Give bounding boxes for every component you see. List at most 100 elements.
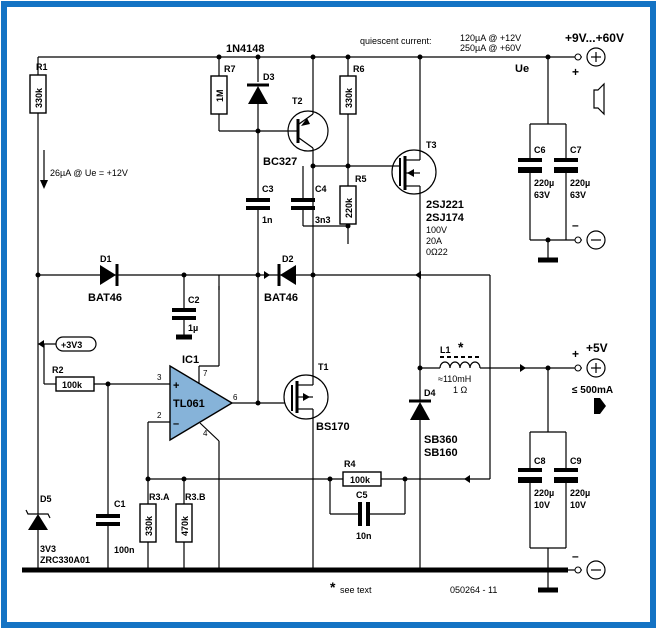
t3-spec2: 20A <box>426 236 442 246</box>
quiescent-label: quiescent current: <box>360 36 432 46</box>
ic1-pin3: 3 <box>157 373 162 382</box>
d5-type2: ZRC330A01 <box>40 555 90 565</box>
t2-type: BC327 <box>263 156 297 168</box>
c1-ref: C1 <box>114 499 126 509</box>
t3-spec1: 100V <box>426 225 447 235</box>
d3-type-label: 1N4148 <box>226 43 265 55</box>
r4-ref: R4 <box>344 459 356 469</box>
r2-value: 100k <box>62 380 83 390</box>
r1-value: 330k <box>34 87 44 108</box>
t3-ref: T3 <box>426 140 437 150</box>
r5-value: 220k <box>344 197 354 218</box>
d5-type1: 3V3 <box>40 544 56 554</box>
c8-value: 220µ <box>534 488 554 498</box>
c7-volt: 63V <box>570 190 586 200</box>
d2-type: BAT46 <box>264 292 298 304</box>
d4-type2: SB160 <box>424 447 458 459</box>
l1-value: ≈110mH <box>438 374 471 384</box>
c6-ref: C6 <box>534 145 546 155</box>
d3-ref: D3 <box>263 72 275 82</box>
r6-ref: R6 <box>353 64 365 74</box>
r3a-ref: R3.A <box>149 492 170 502</box>
t3-type1: 2SJ221 <box>426 199 464 211</box>
r7-ref: R7 <box>224 64 236 74</box>
c9-ref: C9 <box>570 456 582 466</box>
t1-ref: T1 <box>318 362 329 372</box>
r1-current-label: 26µA @ Ue = +12V <box>50 168 128 178</box>
c2-value: 1µ <box>188 323 198 333</box>
c9-volt: 10V <box>570 500 586 510</box>
see-text-star: * <box>330 579 336 595</box>
ic1-minus: – <box>173 418 179 430</box>
ic1-ref: IC1 <box>182 354 199 366</box>
ue-label: Ue <box>515 63 529 75</box>
d2-ref: D2 <box>282 254 294 264</box>
quiescent-line1: 120µA @ +12V <box>460 33 521 43</box>
d1-ref: D1 <box>100 254 112 264</box>
output-arrow-icon <box>594 398 606 414</box>
ic1-pin4: 4 <box>203 429 208 438</box>
d4-type1: SB360 <box>424 434 458 446</box>
t3-type2: 2SJ174 <box>426 212 465 224</box>
d1-type: BAT46 <box>88 292 122 304</box>
d5-ref: D5 <box>40 494 52 504</box>
r3b-value: 470k <box>180 515 190 536</box>
d3-diode <box>248 86 268 104</box>
r4-resistor <box>342 471 382 487</box>
d4-diode <box>410 402 430 420</box>
c8-ref: C8 <box>534 456 546 466</box>
d5-zener-diode <box>28 514 48 530</box>
l1-star: * <box>458 339 464 355</box>
c3-value: 1n <box>262 215 273 225</box>
c1-value: 100n <box>114 545 135 555</box>
vout-minus-sign: – <box>572 549 579 563</box>
c2-ref: C2 <box>188 295 200 305</box>
vin-range-label: +9V...+60V <box>565 31 624 45</box>
c4-ref: C4 <box>315 184 327 194</box>
ic1-opamp <box>169 364 234 442</box>
r7-value: 1M <box>215 89 225 102</box>
c3-ref: C3 <box>262 184 274 194</box>
r6-value: 330k <box>344 87 354 108</box>
d2-diode <box>280 265 296 285</box>
l1-inductor <box>439 361 481 369</box>
quiescent-line2: 250µA @ +60V <box>460 43 521 53</box>
d1-diode <box>100 265 116 285</box>
c5-value: 10n <box>356 531 372 541</box>
c4-value: 3n3 <box>315 215 331 225</box>
c6-value: 220µ <box>534 178 554 188</box>
c7-value: 220µ <box>570 178 590 188</box>
ic1-plus: + <box>173 380 179 392</box>
vin-minus-sign: – <box>572 218 579 232</box>
r5-ref: R5 <box>355 174 367 184</box>
ic1-pin7: 7 <box>203 369 208 378</box>
c8-volt: 10V <box>534 500 550 510</box>
r1-ref: R1 <box>36 62 48 72</box>
ref-voltage-label: +3V3 <box>61 340 82 350</box>
t1-type: BS170 <box>316 421 350 433</box>
figure-code: 050264 - 11 <box>450 585 497 595</box>
ic1-pin6: 6 <box>233 393 238 402</box>
t2-ref: T2 <box>292 96 303 106</box>
vout-plus-sign: + <box>572 347 579 361</box>
t3-spec3: 0Ω22 <box>426 247 448 257</box>
r3a-value: 330k <box>144 515 154 536</box>
c6-volt: 63V <box>534 190 550 200</box>
vin-plus-sign: + <box>572 65 579 79</box>
r2-ref: R2 <box>52 365 64 375</box>
ref-voltage-tag <box>55 336 97 352</box>
input-arrow-icon <box>593 82 605 116</box>
ic1-type: TL061 <box>173 398 205 410</box>
see-text-label: see text <box>340 585 372 595</box>
r3b-ref: R3.B <box>185 492 206 502</box>
ic1-pin2: 2 <box>157 411 162 420</box>
l1-ref: L1 <box>440 345 451 355</box>
l1-res: 1 Ω <box>453 385 468 395</box>
c7-ref: C7 <box>570 145 582 155</box>
c9-value: 220µ <box>570 488 590 498</box>
out-voltage-label: +5V <box>586 341 608 355</box>
r4-value: 100k <box>350 475 371 485</box>
out-current-label: ≤ 500mA <box>572 385 613 396</box>
